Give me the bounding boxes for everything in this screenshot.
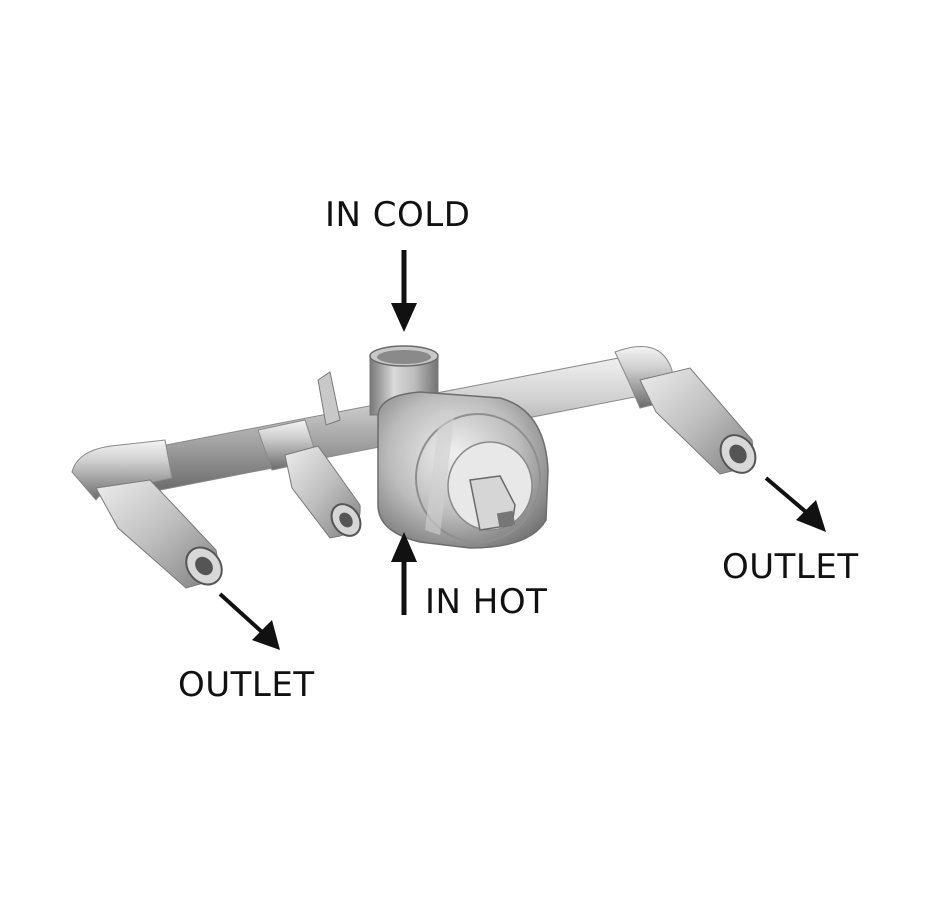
arrow-outlet-left xyxy=(218,592,280,650)
right-elbow xyxy=(614,345,757,475)
left-elbow xyxy=(71,439,223,589)
in-hot-label: IN HOT xyxy=(425,582,548,622)
outlet-right-label: OUTLET xyxy=(722,547,859,587)
arrow-in-cold xyxy=(391,250,417,332)
middle-outlet xyxy=(257,371,362,539)
arrow-outlet-right xyxy=(764,476,826,532)
arrow-in-hot xyxy=(391,532,417,615)
valve-body xyxy=(377,391,549,549)
outlet-left-label: OUTLET xyxy=(178,665,315,705)
in-cold-label: IN COLD xyxy=(325,195,471,235)
